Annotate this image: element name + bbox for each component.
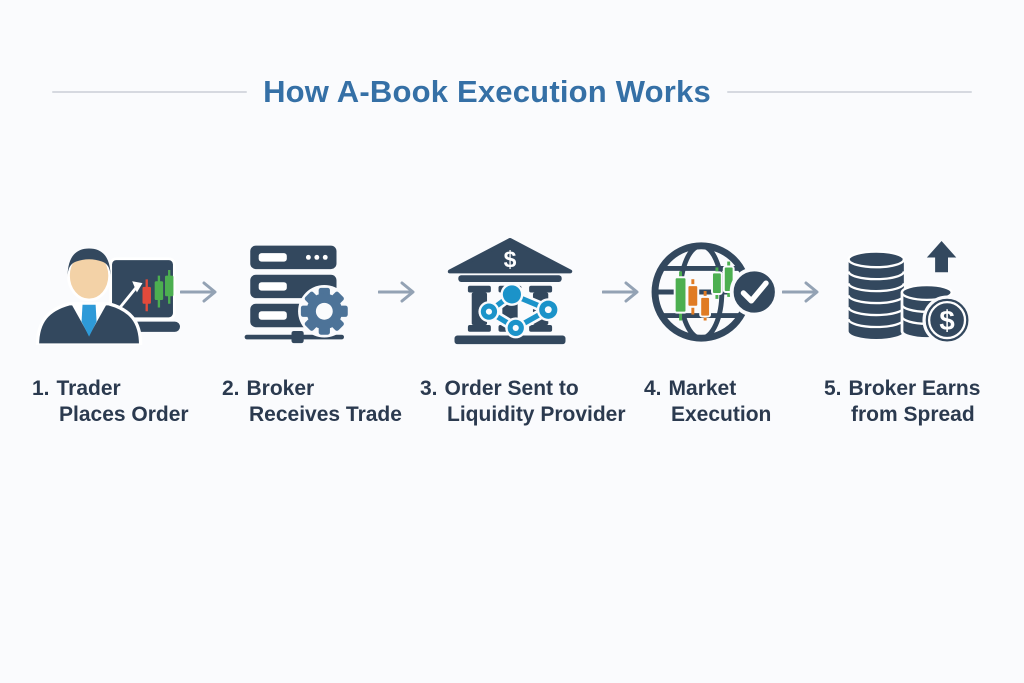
step-title-line2: from Spread bbox=[851, 403, 975, 427]
flow-arrow-4 bbox=[782, 216, 822, 368]
network-nodes-icon bbox=[478, 282, 560, 338]
step-5-icon-box: $ bbox=[822, 216, 982, 368]
bank-dollar-sign: $ bbox=[504, 246, 517, 272]
trader-laptop-icon bbox=[35, 247, 180, 345]
title-row: How A-Book Execution Works bbox=[0, 74, 1024, 110]
right-arrow-icon bbox=[180, 281, 217, 303]
coins-dollar-icon: $ bbox=[847, 240, 971, 345]
process-step-5: $ 5. Broker Earns from Spread bbox=[822, 216, 982, 428]
gear-icon bbox=[298, 284, 351, 337]
coin-stack-left bbox=[847, 249, 905, 339]
process-step-4: 4. Market Execution bbox=[642, 216, 782, 428]
step-title-line1: Broker Earns bbox=[848, 377, 981, 400]
step-1-icon-box bbox=[30, 216, 180, 368]
step-5-label: 5. Broker Earns from Spread bbox=[822, 376, 982, 428]
process-step-1: 1. Trader Places Order bbox=[30, 216, 189, 428]
step-number: 2. bbox=[222, 377, 240, 400]
process-step-3: $ bbox=[418, 216, 626, 428]
step-1-label: 1. Trader Places Order bbox=[30, 376, 189, 428]
globe-check-icon bbox=[651, 242, 779, 342]
step-4-label: 4. Market Execution bbox=[642, 376, 782, 428]
step-number: 1. bbox=[32, 377, 50, 400]
page-title: How A-Book Execution Works bbox=[263, 74, 711, 109]
process-flow: 1. Trader Places Order bbox=[0, 216, 1024, 428]
up-arrow-icon bbox=[926, 240, 957, 272]
step-title-line2: Liquidity Provider bbox=[447, 403, 626, 427]
step-4-icon-box bbox=[642, 216, 782, 368]
candlestick-chart bbox=[673, 261, 735, 321]
step-title-line2: Execution bbox=[671, 403, 772, 427]
bank-network-icon: $ bbox=[447, 237, 573, 344]
server-gear-icon bbox=[244, 245, 351, 343]
step-number: 4. bbox=[644, 377, 662, 400]
step-title-line1: Order Sent to bbox=[444, 377, 579, 400]
checkmark-icon bbox=[729, 267, 779, 317]
process-step-2: 2. Broker Receives Trade bbox=[220, 216, 402, 428]
infographic: How A-Book Execution Works bbox=[0, 74, 1024, 428]
divider-line-right bbox=[726, 91, 972, 93]
step-3-label: 3. Order Sent to Liquidity Provider bbox=[418, 376, 626, 428]
step-title-line1: Broker bbox=[246, 377, 315, 400]
right-arrow-icon bbox=[602, 281, 639, 303]
step-number: 3. bbox=[420, 377, 438, 400]
dollar-coin-icon: $ bbox=[922, 294, 971, 345]
step-2-label: 2. Broker Receives Trade bbox=[220, 376, 402, 428]
flow-arrow-2 bbox=[378, 216, 418, 368]
coin-dollar-sign: $ bbox=[939, 305, 954, 336]
trader-person bbox=[35, 247, 143, 345]
step-title-line1: Trader bbox=[56, 377, 121, 400]
step-number: 5. bbox=[824, 377, 842, 400]
flow-arrow-3 bbox=[602, 216, 642, 368]
step-title-line2: Receives Trade bbox=[249, 403, 402, 427]
flow-arrow-1 bbox=[180, 216, 220, 368]
right-arrow-icon bbox=[782, 281, 819, 303]
step-2-icon-box bbox=[220, 216, 378, 368]
step-3-icon-box: $ bbox=[418, 216, 602, 368]
right-arrow-icon bbox=[378, 281, 415, 303]
divider-line-left bbox=[52, 91, 248, 93]
step-title-line1: Market bbox=[668, 377, 737, 400]
step-title-line2: Places Order bbox=[59, 403, 189, 427]
